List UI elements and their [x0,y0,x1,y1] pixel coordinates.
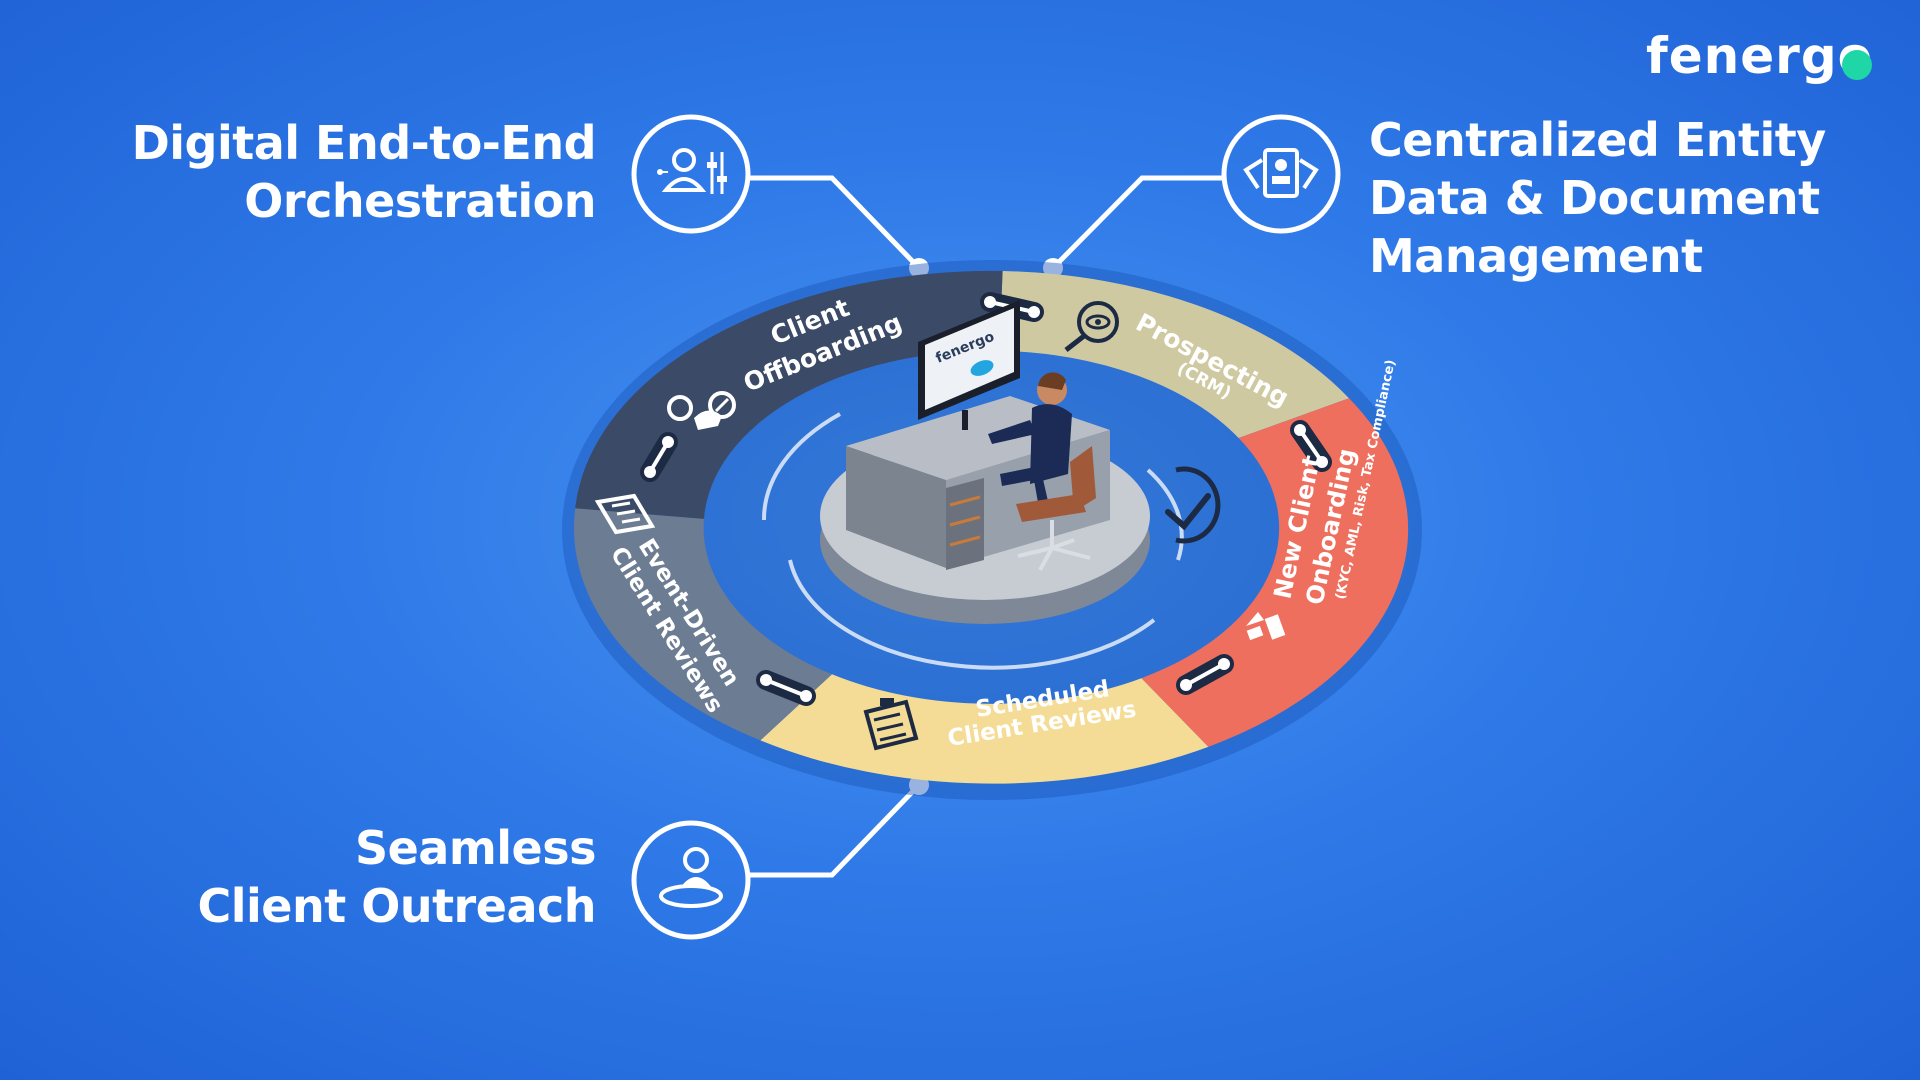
connector-bottom-left [749,783,921,878]
callout-line: Seamless [354,821,597,875]
callout-line: Client Outreach [197,879,596,933]
callout-client-outreach: Seamless Client Outreach [197,819,596,935]
person-disconnect-icon [667,391,736,430]
connector-lines [749,175,1225,878]
callout-centralized-data: Centralized Entity Data & Document Manag… [1369,111,1826,285]
connector-dot [909,258,929,278]
connector-top-left [749,175,921,270]
gift-arrow-icon [1246,612,1286,641]
connector-top-right [1051,175,1225,270]
link-connector [1176,654,1234,695]
segment-scheduled-reviews [760,674,1209,784]
segment-connectors [640,292,1332,706]
connector-dot [1043,258,1063,278]
callout-digital-orchestration: Digital End-to-End Orchestration [131,114,597,230]
label-new-client-onboarding: New Client Onboarding (KYC, AML, Risk, T… [1268,358,1398,607]
clipboard-checklist-icon [863,698,919,751]
callout-line: Data & Document [1369,171,1820,225]
person-at-desk [988,372,1096,571]
check-circle-icon [1165,466,1221,544]
document-lines-icon [594,493,656,535]
link-connector [640,432,678,482]
segment-client-offboarding [575,270,1003,519]
segment-new-client-onboarding [1141,398,1409,747]
person-orbit-icon [631,820,751,940]
id-documents-icon [1221,114,1341,234]
people-sliders-icon [631,114,751,234]
fenergo-logo: fenergo [1646,27,1873,85]
link-connector [1290,420,1332,472]
callout-line: Digital End-to-End [131,116,597,170]
callout-line: Management [1369,229,1703,283]
logo-accent-dot [1842,50,1872,80]
segment-prospecting [999,271,1349,438]
callout-line: Orchestration [244,174,596,228]
callout-line: Centralized Entity [1369,113,1826,167]
link-connector [756,670,816,706]
monitor: fenergo [918,300,1020,430]
inner-orbit-arcs [761,412,1184,670]
search-eye-icon [1064,301,1119,352]
